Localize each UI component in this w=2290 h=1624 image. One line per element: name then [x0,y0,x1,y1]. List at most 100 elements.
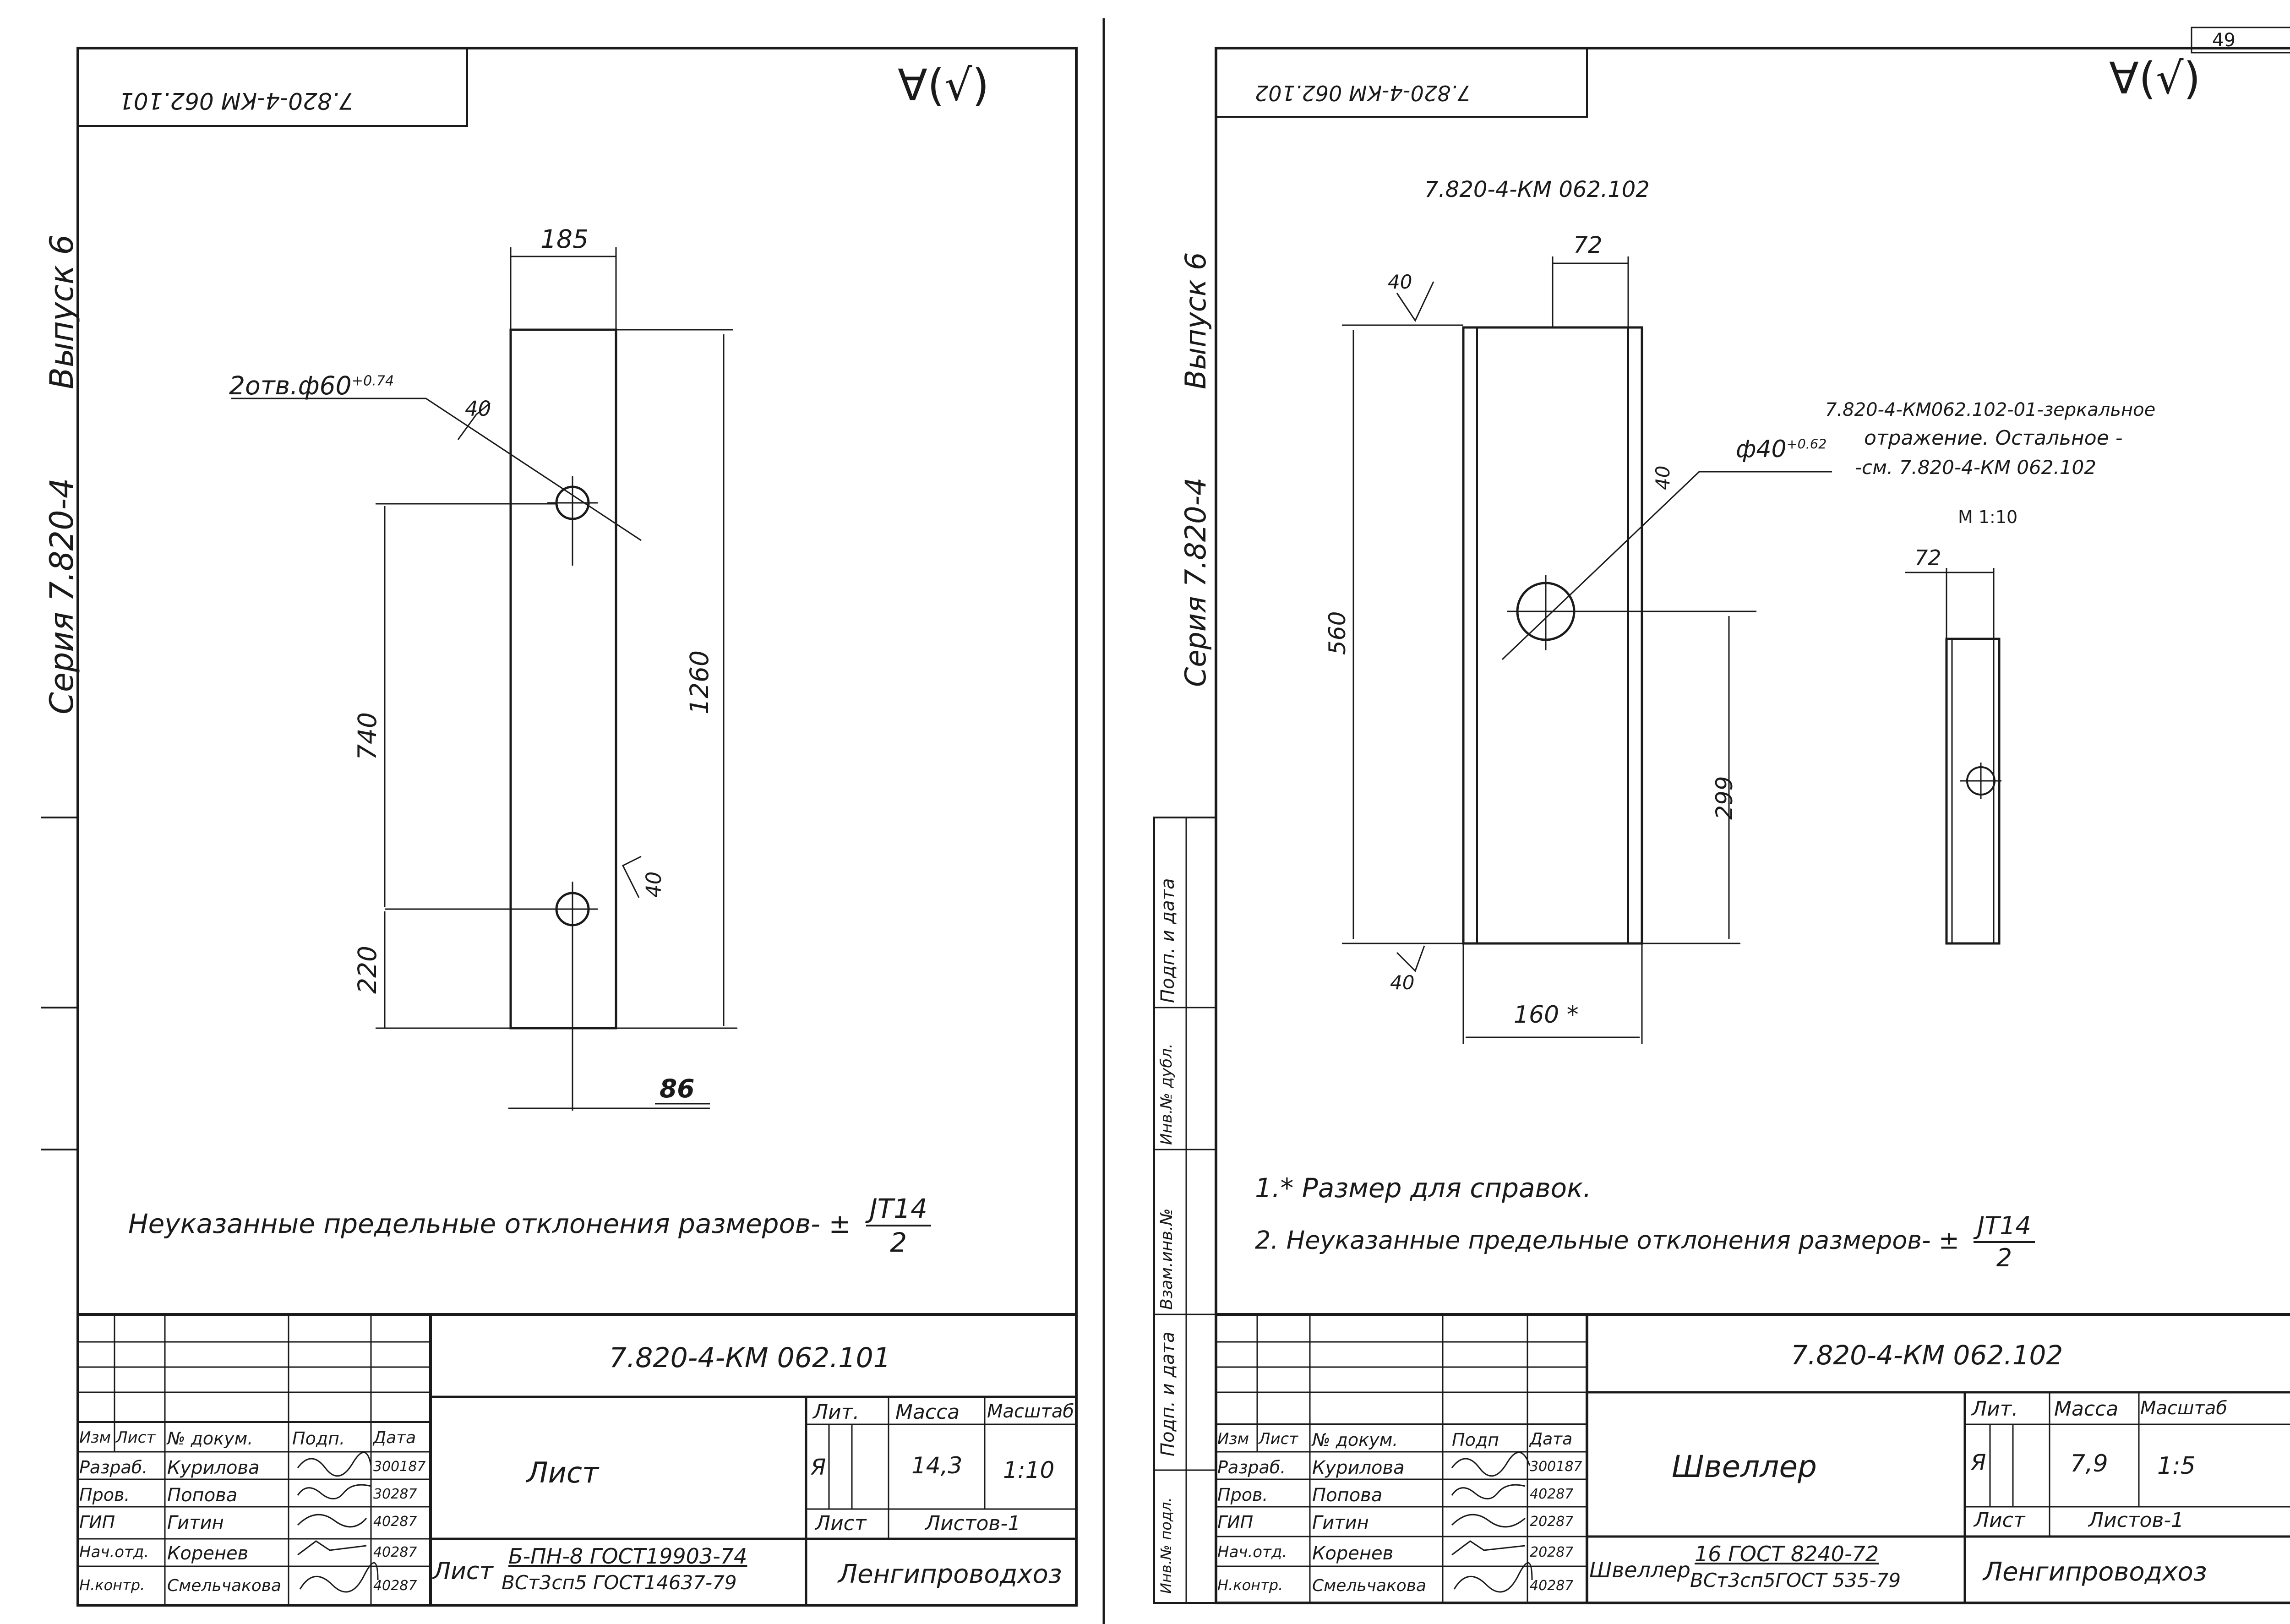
tb-header-izm: Изм [1217,1430,1249,1448]
dim-height-560: 560 [1324,611,1351,655]
code-box [77,47,468,127]
drawing-sheet-right: 49 7.820-4-КМ 062.102 ∀(√) Серия 7.820-4… [1102,0,2290,1624]
sheet-label: Лист [1974,1509,2025,1532]
lit-label: Лит. [1972,1397,2018,1421]
organization: Ленгипроводхоз [1983,1557,2207,1587]
tb-role: Нач.отд. [1217,1543,1287,1561]
issue-label: Выпуск 6 [43,234,81,389]
scale-value: 1:5 [2157,1452,2196,1480]
scale-value: 1:10 [1003,1457,1055,1483]
title-block-code: 7.820-4-КМ 062.102 [1791,1340,2063,1371]
tb-header-doc: № докум. [1312,1430,1398,1450]
tb-date: 40287 [373,1514,417,1530]
roughness-value-hole: 40 [1652,465,1674,490]
dim-offset-299: 299 [1711,776,1738,820]
page-number: 49 [2212,30,2235,51]
lit-value: Я [1971,1450,1986,1476]
tolerance-note: Неуказанные предельные отклонения размер… [128,1195,931,1256]
mass-label: Масса [2054,1397,2119,1421]
scale-label: Масштаб [2140,1398,2228,1419]
roughness-value-top: 40 [1388,271,1412,293]
dim-width-185: 185 [540,224,589,254]
organization: Ленгипроводхоз [838,1559,1062,1589]
stamp-inv-dup: Инв.№ дубл. [1157,1043,1176,1145]
tb-name: Смельчакова [1312,1576,1427,1595]
mass-value: 14,3 [911,1452,963,1479]
dim-pitch-740: 740 [353,712,382,760]
hole-callout: ф40+0.62 [1736,436,1827,463]
stamp-sign-date-2: Подп. и дата [1157,878,1178,1003]
stamp-replaced-inv: Взам.инв.№ [1157,1208,1176,1310]
tb-date: 40287 [1530,1486,1574,1502]
tb-header-doc: № докум. [167,1428,253,1449]
roughness-value-2: 40 [642,871,666,898]
mirror-note-line-3: -см. 7.820-4-КМ 062.102 [1855,456,2096,479]
dim-width-160: 160 * [1514,1001,1579,1029]
note-reference-size: 1.* Размер для справок. [1255,1172,1592,1204]
drawing-frame [76,47,1078,1607]
mirror-note-line-1: 7.820-4-КМ062.102-01-зеркальное [1825,399,2156,420]
plate-outline [509,328,617,1030]
tb-name: Курилова [167,1457,260,1478]
material-prefix: Лист [433,1558,493,1585]
tb-name: Гитин [1312,1512,1369,1533]
tb-header-list: Лист [1259,1430,1298,1448]
tb-name: Попова [1312,1485,1383,1506]
tb-role: ГИП [1217,1512,1254,1532]
roughness-value-bottom: 40 [1390,971,1415,994]
roughness-value-1: 40 [465,397,491,421]
roughness-symbol: ∀(√) [898,60,989,111]
mirror-note-line-2: отражение. Остальное - [1864,426,2123,450]
material-line-2: ВСт3сп5 ГОСТ14637-79 [502,1571,737,1594]
tb-header-date: Дата [1530,1430,1573,1449]
series-label: Серия 7.820-4 [1179,477,1212,687]
issue-label: Выпуск 6 [1179,252,1212,389]
tb-name: Гитин [167,1512,224,1533]
detail-outline [1945,638,2001,945]
tb-header-list: Лист [116,1428,156,1447]
tb-name: Коренев [1312,1543,1394,1564]
channel-outline [1462,326,1643,945]
tb-date: 40287 [1530,1578,1574,1594]
tb-name: Коренев [167,1543,249,1564]
header-drawing-code: 7.820-4-КМ 062.102 [1424,177,1650,202]
dim-offset-220: 220 [353,946,382,994]
lit-label: Лит. [813,1401,860,1424]
stamp-inv-orig: Инв.№ подл. [1157,1497,1175,1594]
mirrored-drawing-code: 7.820-4-КМ 062.101 [119,87,354,114]
material-line-1: Б-ПН-8 ГОСТ19903-74 [508,1544,747,1569]
sheet-left-linework [41,47,1078,1607]
tb-header-sign: Подп. [292,1428,345,1449]
sheet-label: Лист [815,1512,867,1535]
tb-name: Курилова [1312,1457,1405,1478]
tb-date: 300187 [1530,1459,1582,1475]
dim-offset-86: 86 [660,1074,695,1103]
tb-header-date: Дата [373,1428,416,1447]
mass-value: 7,9 [2070,1450,2108,1477]
code-box [1215,47,1588,118]
tb-role: Разраб. [1217,1457,1286,1477]
tb-role: Н.контр. [1217,1576,1283,1594]
tb-role: Н.контр. [79,1576,145,1594]
detail-dim-72: 72 [1914,545,1941,570]
sheets-count: Листов-1 [925,1512,1021,1535]
tb-role: Разраб. [79,1457,148,1477]
detail-scale: М 1:10 [1958,507,2018,527]
tb-date: 40287 [373,1578,417,1594]
lit-value: Я [811,1455,826,1480]
note-tolerances: 2. Неуказанные предельные отклонения раз… [1255,1214,2035,1270]
tb-date: 20287 [1530,1544,1574,1560]
tb-header-izm: Изм [79,1428,111,1447]
tb-date: 300187 [373,1459,426,1475]
series-label: Серия 7.820-4 [43,478,81,714]
tb-name: Смельчакова [167,1576,282,1595]
material-prefix: Швеллер [1589,1558,1690,1582]
tb-header-sign: Подп [1452,1430,1499,1450]
scale-label: Масштаб [987,1401,1074,1422]
roughness-symbol: ∀(√) [2109,54,2201,104]
drawing-frame [1215,47,2290,1604]
tb-name: Попова [167,1485,238,1506]
mass-label: Масса [895,1401,960,1424]
tb-date: 30287 [373,1486,417,1502]
tb-role: ГИП [79,1512,115,1532]
